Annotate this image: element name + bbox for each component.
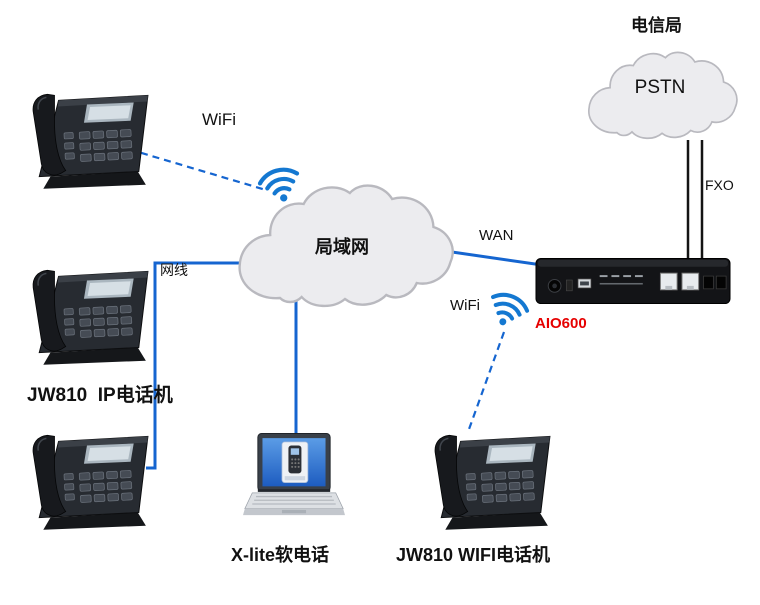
voip-gateway-router-icon [535, 250, 731, 312]
lan-cloud-label: 局域网 [315, 237, 369, 257]
pstn-cloud: PSTN [578, 47, 742, 154]
ip-desk-phone-icon [22, 82, 154, 194]
ip-phone-3 [22, 423, 154, 535]
softphone-label: X-lite软电话 [231, 545, 330, 565]
ethernet-link-phones [146, 261, 250, 470]
lan-cloud: 局域网 [224, 178, 460, 328]
gateway-router [535, 250, 731, 312]
wan-link [444, 249, 550, 268]
ip-phone-group-label: JW810 IP电话机 [27, 385, 173, 406]
wifi-link-phone1-to-lan [117, 144, 267, 192]
pstn-cloud-label: PSTN [634, 77, 686, 98]
wifi-link-gateway-to-phone [466, 331, 506, 433]
telecom-office-label: 电信局 [631, 16, 682, 35]
laptop-softphone-icon [243, 428, 345, 528]
fxo-label: FXO [705, 177, 734, 193]
wifi-gateway-label: WiFi [450, 297, 480, 314]
wifi-lan-label: WiFi [202, 110, 236, 129]
wan-label: WAN [479, 227, 514, 244]
wifi-phone-label: JW810 WIFI电话机 [396, 545, 551, 565]
laptop-softphone [243, 428, 345, 528]
ip-phone-2 [22, 258, 154, 370]
gateway-model-label: AIO600 [535, 315, 587, 332]
ip-desk-phone-icon [424, 423, 556, 535]
ip-desk-phone-icon [22, 258, 154, 370]
ip-desk-phone-icon [22, 423, 154, 535]
ip-phone-1 [22, 82, 154, 194]
ethernet-cable-label: 网线 [160, 262, 188, 278]
wifi-phone [424, 423, 556, 535]
